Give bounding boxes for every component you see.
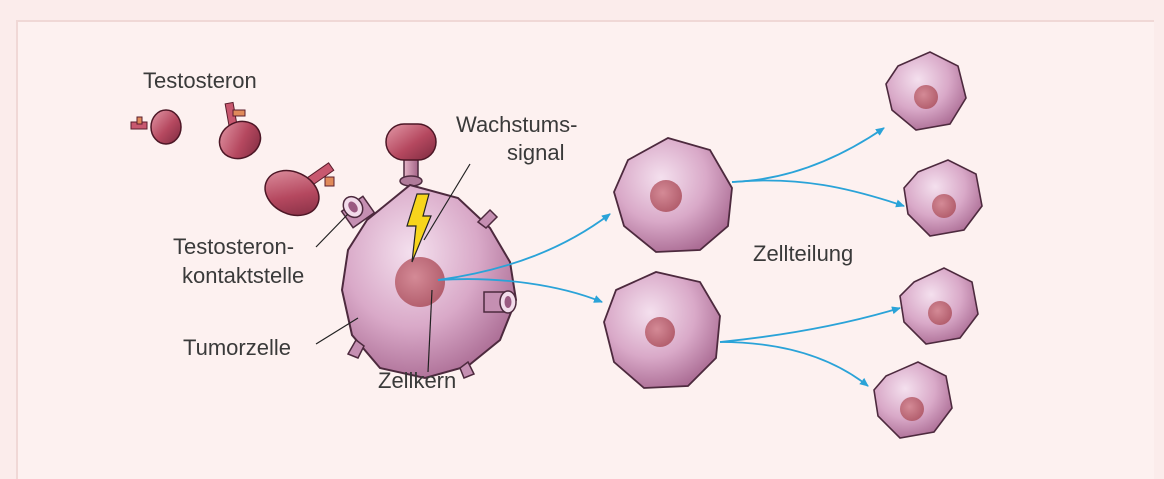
label-wachstumssignal-line1: Wachstums- [456,112,577,138]
small-cell-4 [874,362,952,438]
daughter-cell-lower [604,272,720,388]
tumor-cell [339,185,516,378]
testosterone-molecule-3 [258,162,334,224]
receptor-right [484,291,516,313]
daughter-cell-upper [614,138,732,252]
label-wachstumssignal-line2: signal [507,140,564,166]
arrow-split-3 [720,308,900,342]
label-zellteilung: Zellteilung [753,241,853,267]
arrow-split-1 [732,128,884,182]
small-cell-3 [900,268,978,344]
label-kontaktstelle-line2: kontaktstelle [182,263,304,289]
small-cell-2 [904,160,982,236]
label-zellkern: Zellkern [378,368,456,394]
leader-kontaktstelle [316,214,348,247]
bound-testosterone [386,124,436,186]
label-kontaktstelle-line1: Testosteron- [173,234,294,260]
label-testosteron: Testosteron [143,68,257,94]
label-tumorzelle: Tumorzelle [183,335,291,361]
small-cell-1 [886,52,966,130]
tumor-nucleus [395,257,445,307]
testosterone-molecule-2 [213,102,266,165]
arrow-split-2 [732,180,904,206]
arrow-split-4 [720,342,868,386]
testosterone-molecule-1 [131,110,181,144]
